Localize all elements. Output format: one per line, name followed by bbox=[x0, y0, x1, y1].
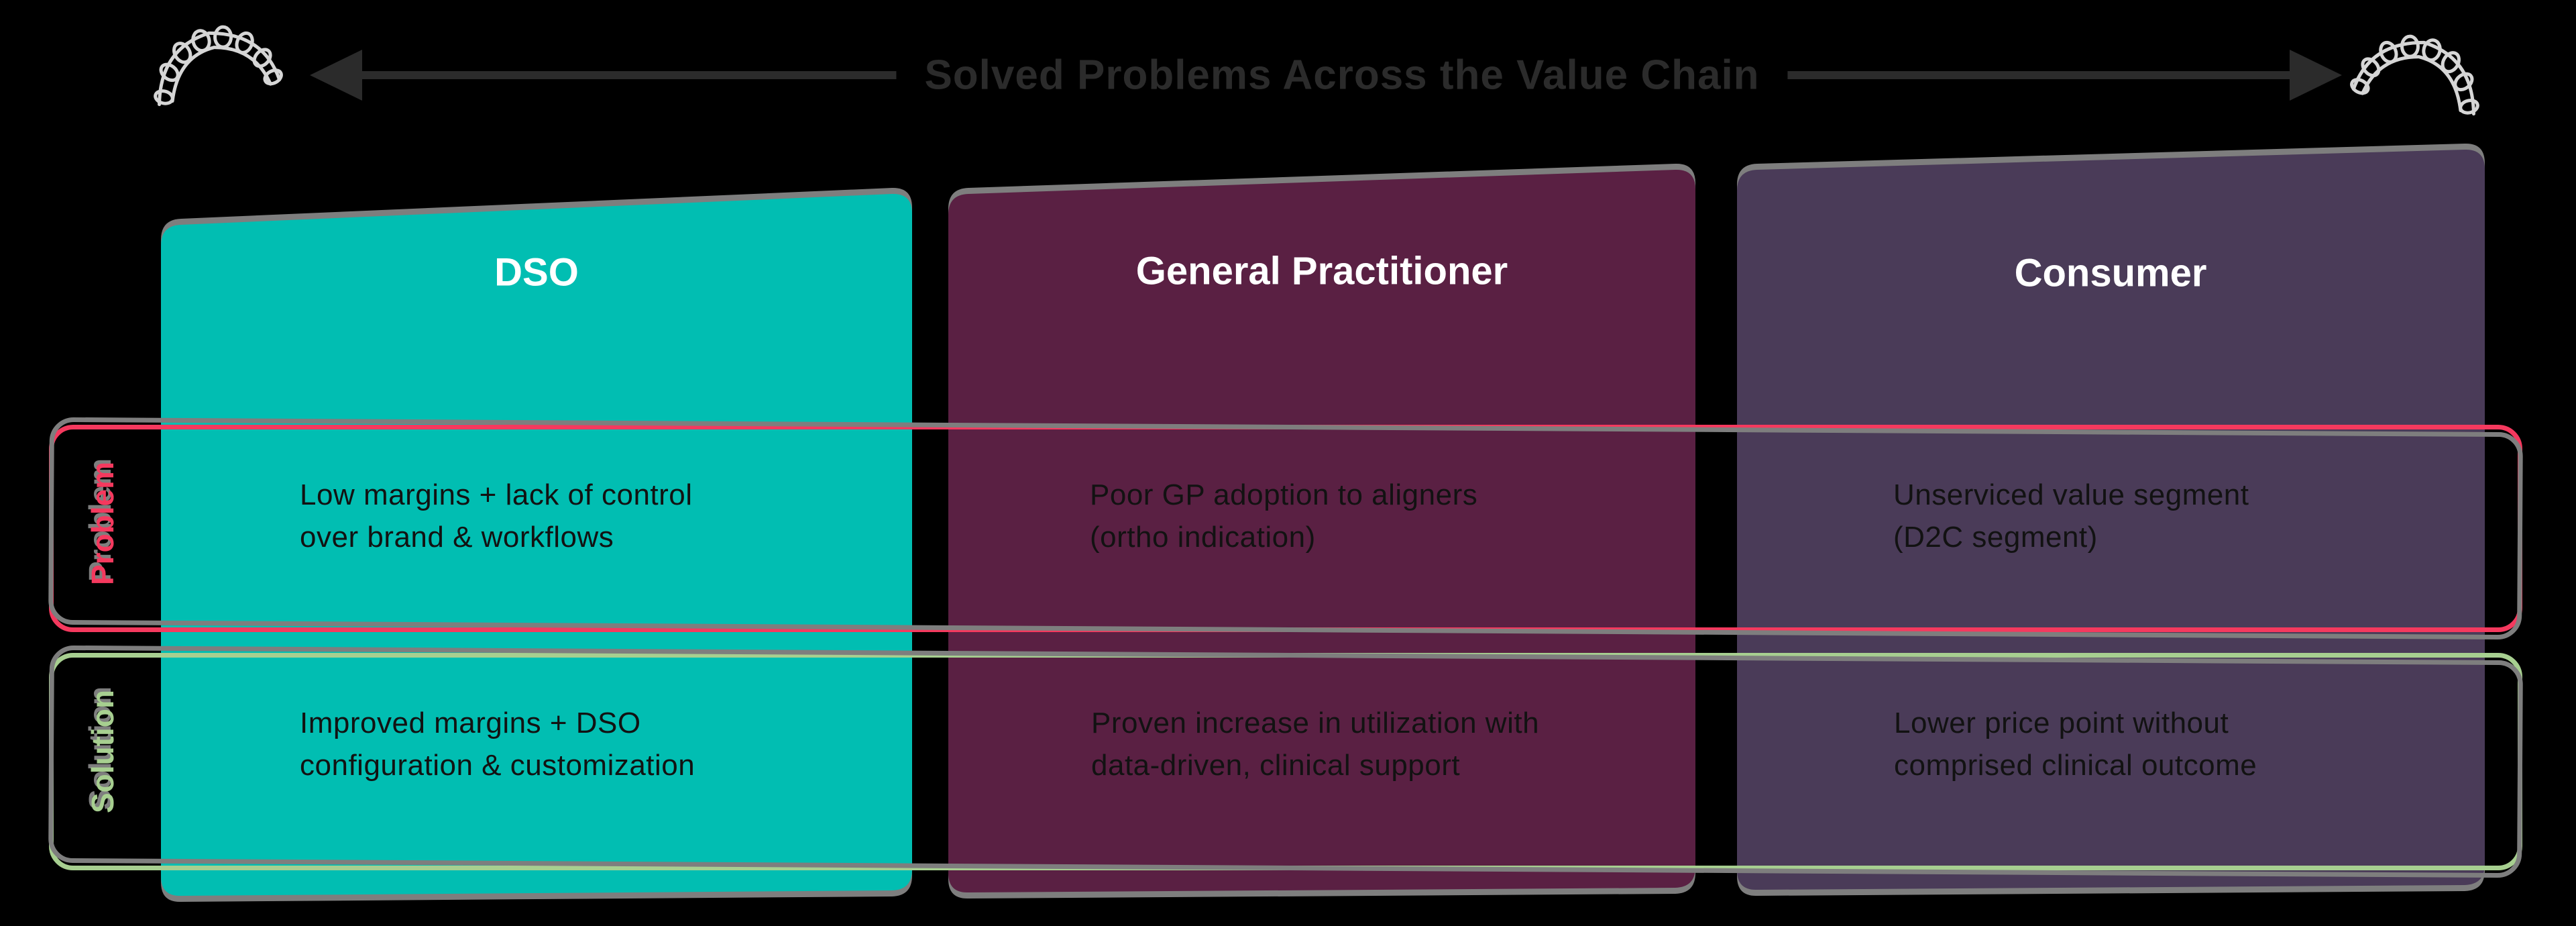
solution-cell-consumer: Lower price point without comprised clin… bbox=[1894, 707, 2257, 782]
column-header-consumer: Consumer bbox=[2014, 251, 2207, 295]
row-label-problem: Problem bbox=[85, 461, 120, 586]
row-label-solution: Solution bbox=[85, 690, 120, 813]
column-header-gp: General Practitioner bbox=[1135, 249, 1508, 293]
solution-cell-gp: Proven increase in utilization with data… bbox=[1091, 707, 1540, 782]
solution-row-box bbox=[49, 653, 2522, 870]
solution-cell-dso: Improved margins + DSO configuration & c… bbox=[300, 707, 695, 782]
problem-row-box bbox=[49, 425, 2522, 632]
page-title: Solved Problems Across the Value Chain bbox=[896, 51, 1788, 99]
aligner-teeth-icon bbox=[2343, 21, 2484, 129]
arrow-left-head bbox=[310, 50, 362, 101]
arrow-right-head bbox=[2290, 50, 2342, 101]
problem-cell-consumer: Unserviced value segment (D2C segment) bbox=[1893, 478, 2249, 554]
aligner-teeth-icon bbox=[149, 12, 290, 119]
problem-cell-gp: Poor GP adoption to aligners (ortho indi… bbox=[1090, 478, 1478, 554]
problem-cell-dso: Low margins + lack of control over brand… bbox=[300, 478, 693, 554]
column-header-dso: DSO bbox=[494, 250, 579, 295]
